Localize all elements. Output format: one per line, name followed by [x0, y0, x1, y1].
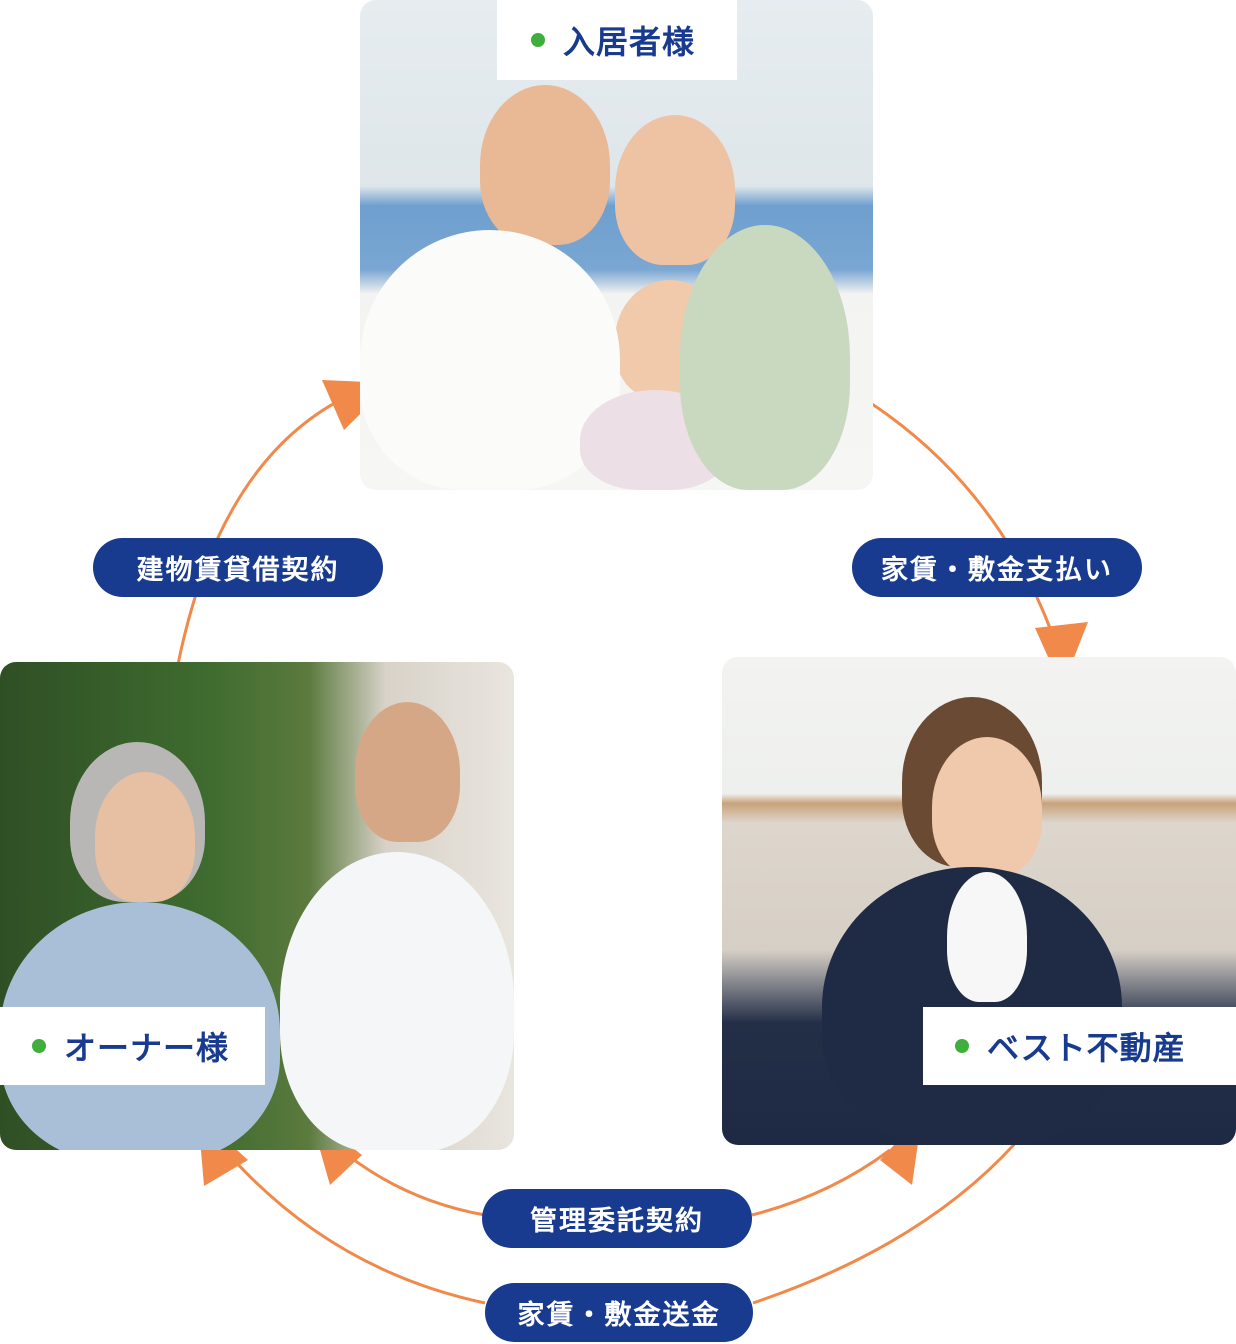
bullet-dot-icon [955, 1039, 969, 1053]
arrow-owner-to-resident [173, 393, 351, 681]
rent-payment-pill: 家賃・敷金支払い [852, 538, 1142, 597]
resident-label-text: 入居者様 [563, 23, 696, 61]
arrow-management-right [751, 1148, 891, 1217]
arrow-remittance [223, 1119, 1037, 1305]
rent-remittance-pill: 家賃・敷金送金 [485, 1283, 753, 1342]
owner-label-text: オーナー様 [64, 1029, 230, 1067]
resident-label: 入居者様 [497, 0, 737, 80]
bullet-dot-icon [531, 33, 545, 47]
management-contract-pill: 管理委託契約 [482, 1189, 752, 1248]
owner-label: オーナー様 [0, 1007, 265, 1085]
arrow-resident-to-company [849, 388, 1060, 651]
resident-photo [360, 0, 873, 490]
company-label: ベスト不動産 [923, 1007, 1236, 1085]
company-label-text: ベスト不動産 [987, 1029, 1186, 1067]
bullet-dot-icon [32, 1039, 46, 1053]
arrowhead-icon [1035, 622, 1088, 688]
lease-contract-pill: 建物賃貸借契約 [93, 538, 383, 597]
